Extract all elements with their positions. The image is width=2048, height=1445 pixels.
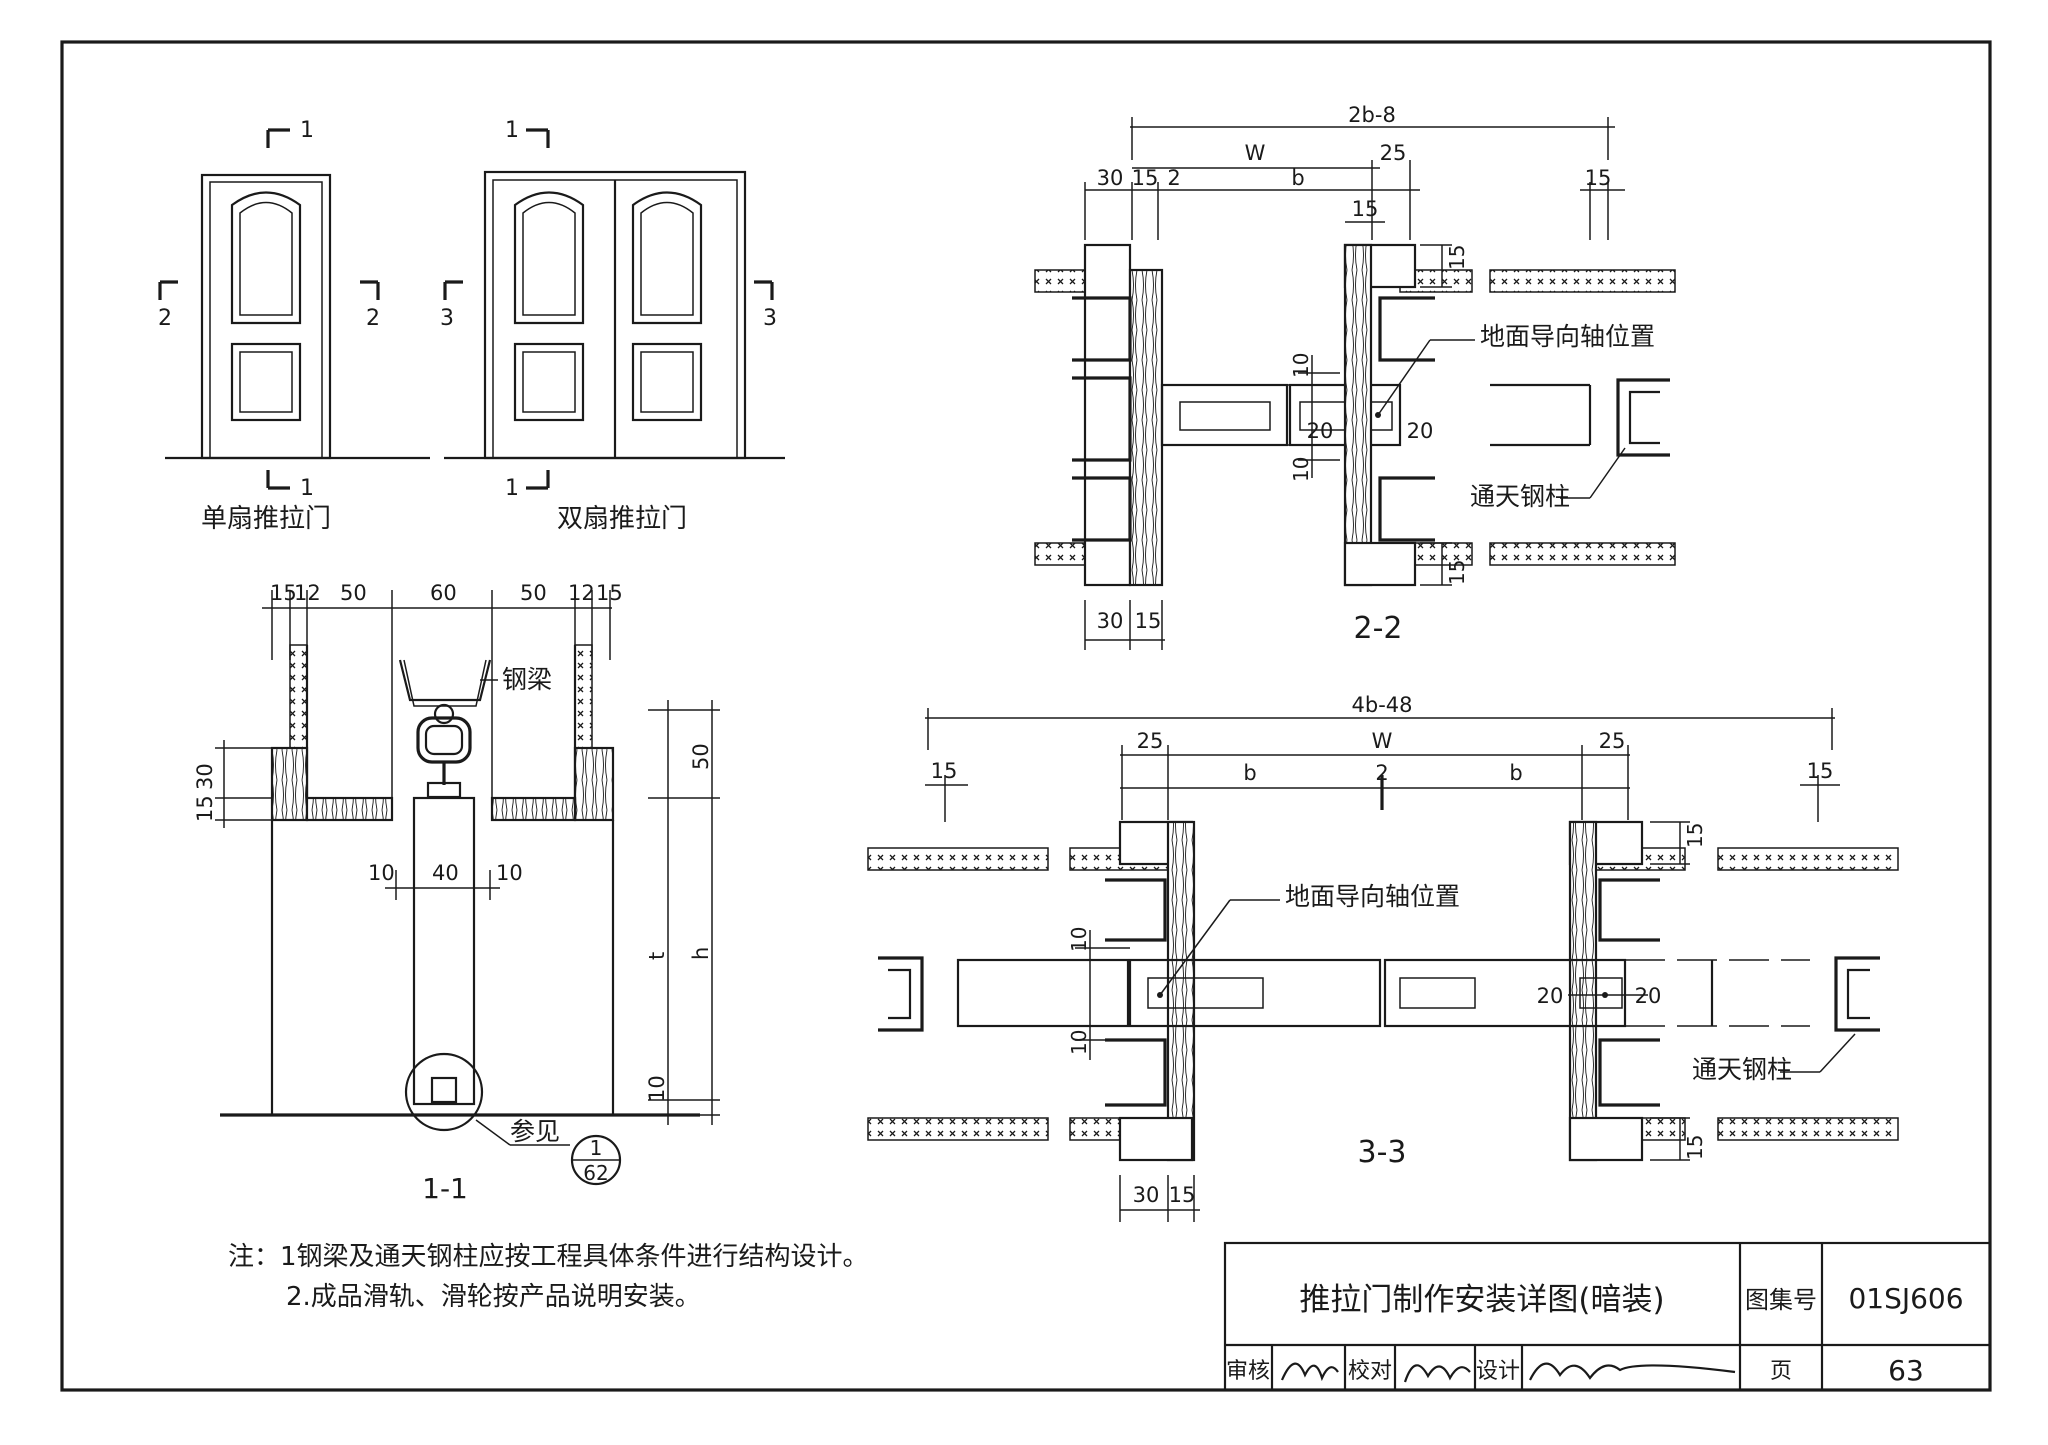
ref-detail-number: 1 bbox=[590, 1136, 603, 1160]
title-block bbox=[1223, 1241, 1992, 1392]
dim-3-3-15e: 15 bbox=[1169, 1183, 1196, 1207]
dim-3-3-10a: 10 bbox=[1067, 927, 1091, 952]
guide-axis-label-3-3: 地面导向轴位置 bbox=[1285, 882, 1460, 911]
dim-2-2-15b: 15 bbox=[1585, 166, 1612, 190]
dim-2-2-15e: 15 bbox=[1445, 560, 1469, 585]
dim-3-3-b1: b bbox=[1243, 761, 1256, 785]
dim-3-3-W: W bbox=[1372, 729, 1393, 753]
dim-2-2-2: 2 bbox=[1167, 166, 1180, 190]
dim-2-2-20a: 20 bbox=[1307, 419, 1334, 443]
dim-3-3-4b-48: 4b-48 bbox=[1352, 693, 1413, 717]
section-mark-2-left: 2 bbox=[158, 306, 172, 331]
dim-2-2-15c: 15 bbox=[1352, 197, 1379, 221]
single-door-elevation bbox=[158, 128, 430, 490]
dim-1-1-12a: 12 bbox=[294, 581, 321, 605]
section-mark-1-bottom: 1 bbox=[300, 476, 314, 501]
dim-1-1-h: h bbox=[689, 947, 713, 960]
dim-2-2-30b: 30 bbox=[1097, 609, 1124, 633]
dim-3-3-15a: 15 bbox=[931, 759, 958, 783]
page-label: 页 bbox=[1770, 1359, 1792, 1384]
dim-1-1-right-50: 50 bbox=[689, 743, 713, 770]
dim-3-3-15c: 15 bbox=[1683, 823, 1707, 848]
design-label: 设计 bbox=[1476, 1359, 1520, 1384]
dim-3-3-2: 2 bbox=[1375, 761, 1388, 785]
dim-1-1-left-15: 15 bbox=[193, 795, 217, 822]
section-mark-1-top: 1 bbox=[300, 118, 314, 143]
double-door-elevation bbox=[443, 128, 785, 490]
dim-1-1-inner-10b: 10 bbox=[496, 861, 523, 885]
dim-3-3-10b: 10 bbox=[1067, 1030, 1091, 1055]
check-label: 校对 bbox=[1348, 1359, 1392, 1384]
atlas-label: 图集号 bbox=[1745, 1286, 1817, 1314]
checker-signature bbox=[1403, 1364, 1471, 1383]
sheet-border bbox=[60, 40, 1992, 1392]
dim-2-2-20b: 20 bbox=[1407, 419, 1434, 443]
section-1-1-drawing bbox=[215, 590, 720, 1186]
section-2-2-caption: 2-2 bbox=[1354, 611, 1403, 646]
section-3-3-drawing bbox=[867, 708, 1899, 1222]
dim-1-1-50a: 50 bbox=[340, 581, 367, 605]
column-label-3-3: 通天钢柱 bbox=[1692, 1055, 1792, 1084]
beam-label: 钢梁 bbox=[502, 665, 552, 694]
dim-3-3-20b: 20 bbox=[1635, 984, 1662, 1008]
section-mark-3-left: 3 bbox=[440, 306, 454, 331]
dim-2-2-15d: 15 bbox=[1445, 245, 1469, 270]
dim-3-3-20a: 20 bbox=[1537, 984, 1564, 1008]
note-line-2: 2.成品滑轨、滑轮按产品说明安装。 bbox=[286, 1282, 701, 1312]
ref-label: 参见 bbox=[510, 1117, 560, 1146]
double-door-caption: 双扇推拉门 bbox=[557, 504, 687, 534]
dim-2-2-15f: 15 bbox=[1135, 609, 1162, 633]
section-2-2-drawing bbox=[1034, 117, 1676, 650]
dim-1-1-inner-10a: 10 bbox=[368, 861, 395, 885]
dim-2-2-10a: 10 bbox=[1289, 353, 1313, 378]
dim-2-2-30: 30 bbox=[1097, 166, 1124, 190]
dim-2-2-10b: 10 bbox=[1289, 457, 1313, 482]
drawing-title: 推拉门制作安装详图(暗装) bbox=[1299, 1282, 1664, 1318]
dim-1-1-right-10: 10 bbox=[645, 1075, 669, 1102]
section-mark-2-right: 2 bbox=[366, 306, 380, 331]
single-door-caption: 单扇推拉门 bbox=[201, 504, 331, 534]
dim-2-2-2b-8: 2b-8 bbox=[1348, 103, 1396, 127]
ref-page-number: 62 bbox=[583, 1161, 608, 1185]
dim-2-2-25: 25 bbox=[1380, 141, 1407, 165]
dim-2-2-15a: 15 bbox=[1132, 166, 1159, 190]
section-mark-1-dbl-top: 1 bbox=[505, 118, 519, 143]
dim-1-1-left-30: 30 bbox=[193, 763, 217, 790]
designer-signature bbox=[1529, 1362, 1736, 1381]
review-label: 审核 bbox=[1226, 1359, 1270, 1384]
dim-2-2-W: W bbox=[1245, 141, 1266, 165]
dim-1-1-60: 60 bbox=[430, 581, 457, 605]
dim-1-1-50b: 50 bbox=[520, 581, 547, 605]
reviewer-signature bbox=[1280, 1362, 1339, 1382]
dim-3-3-15b: 15 bbox=[1807, 759, 1834, 783]
page-number: 63 bbox=[1888, 1354, 1924, 1387]
column-label-2-2: 通天钢柱 bbox=[1470, 482, 1570, 511]
atlas-number: 01SJ606 bbox=[1848, 1282, 1963, 1315]
dim-3-3-15d: 15 bbox=[1683, 1135, 1707, 1160]
section-mark-3-right: 3 bbox=[763, 306, 777, 331]
dim-2-2-b: b bbox=[1291, 166, 1304, 190]
dim-3-3-25b: 25 bbox=[1599, 729, 1626, 753]
dim-3-3-30: 30 bbox=[1133, 1183, 1160, 1207]
section-mark-1-dbl-bottom: 1 bbox=[505, 476, 519, 501]
guide-axis-label-2-2: 地面导向轴位置 bbox=[1480, 322, 1655, 351]
dim-1-1-15a: 15 bbox=[270, 581, 297, 605]
section-1-1-caption: 1-1 bbox=[422, 1172, 468, 1205]
dim-1-1-15b: 15 bbox=[596, 581, 623, 605]
note-line-1: 注：1钢梁及通天钢柱应按工程具体条件进行结构设计。 bbox=[228, 1242, 869, 1272]
section-3-3-caption: 3-3 bbox=[1358, 1135, 1407, 1170]
dim-1-1-12b: 12 bbox=[568, 581, 595, 605]
dim-1-1-t: t bbox=[645, 952, 669, 960]
dim-3-3-b2: b bbox=[1509, 761, 1522, 785]
dim-1-1-inner-40: 40 bbox=[432, 861, 459, 885]
dim-3-3-25a: 25 bbox=[1137, 729, 1164, 753]
